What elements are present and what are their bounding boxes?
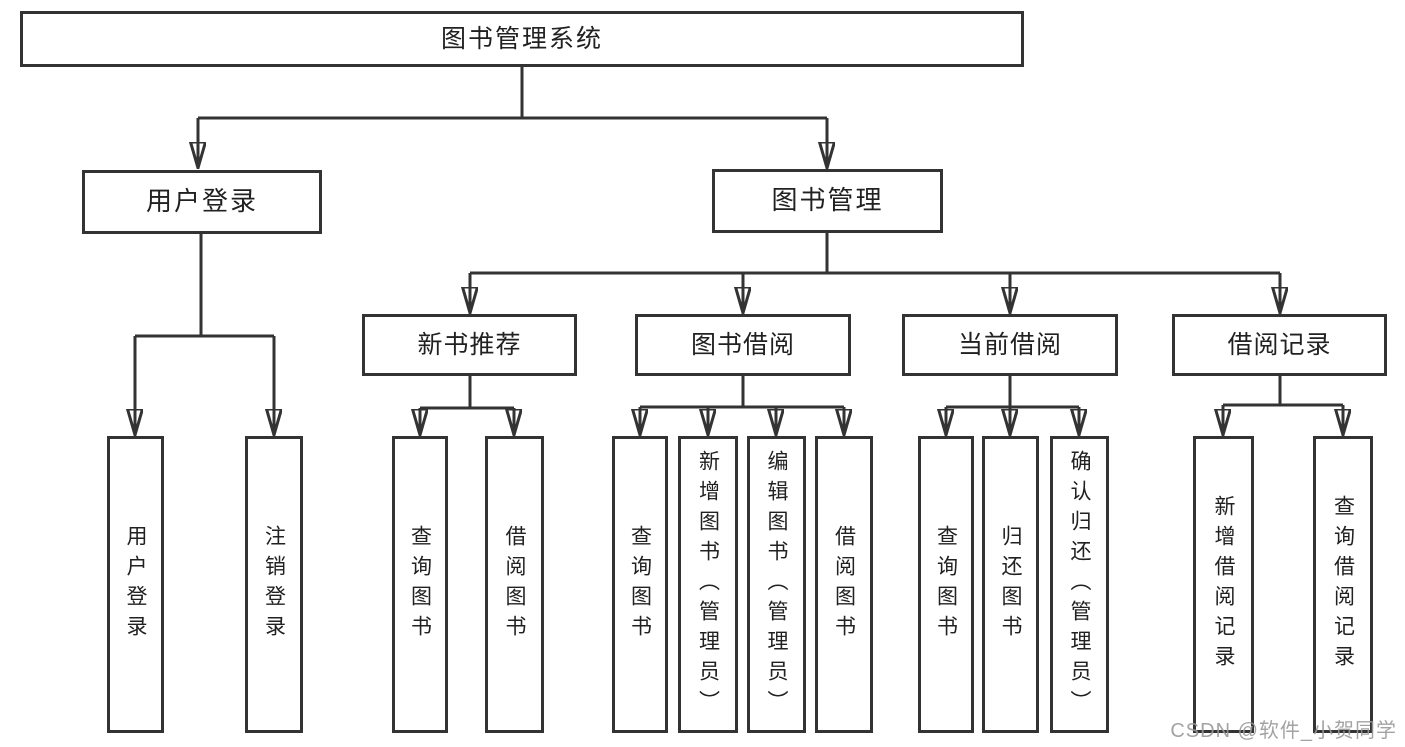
- node-user-login-action: 用户登录: [107, 436, 164, 733]
- node-nb-query-books: 查询图书: [392, 436, 448, 733]
- node-bb-query-books: 查询图书: [612, 436, 668, 733]
- node-cb-confirm-return-admin: 确认归还（管理员）: [1050, 436, 1109, 733]
- node-root-system: 图书管理系统: [20, 11, 1024, 67]
- node-new-book-recommend: 新书推荐: [362, 314, 577, 376]
- node-cb-return-books: 归还图书: [982, 436, 1039, 733]
- node-current-borrow: 当前借阅: [902, 314, 1118, 376]
- node-br-add-record: 新增借阅记录: [1193, 436, 1254, 733]
- connector-book-borrow-branch: [640, 376, 844, 434]
- connector-user-login-branch: [135, 234, 274, 434]
- node-bb-add-books-admin: 新增图书（管理员）: [678, 436, 738, 733]
- node-bb-edit-books-admin: 编辑图书（管理员）: [747, 436, 806, 733]
- node-nb-borrow-books: 借阅图书: [485, 436, 544, 733]
- connector-root-to-level2: [198, 66, 827, 167]
- node-book-borrow: 图书借阅: [635, 314, 851, 376]
- node-book-management: 图书管理: [712, 169, 943, 233]
- connector-borrow-records-branch: [1223, 376, 1343, 434]
- connector-current-borrow-branch: [946, 376, 1079, 434]
- node-bb-borrow-books: 借阅图书: [815, 436, 873, 733]
- connector-book-management-branch: [470, 233, 1280, 312]
- node-user-login-group: 用户登录: [82, 170, 322, 234]
- node-cb-query-books: 查询图书: [918, 436, 974, 733]
- csdn-watermark: CSDN @软件_小贺同学: [1170, 720, 1397, 742]
- node-br-query-record: 查询借阅记录: [1313, 436, 1373, 733]
- connector-new-book-recommend-branch: [420, 376, 514, 434]
- node-logout-action: 注销登录: [245, 436, 303, 733]
- node-borrow-records: 借阅记录: [1172, 314, 1387, 376]
